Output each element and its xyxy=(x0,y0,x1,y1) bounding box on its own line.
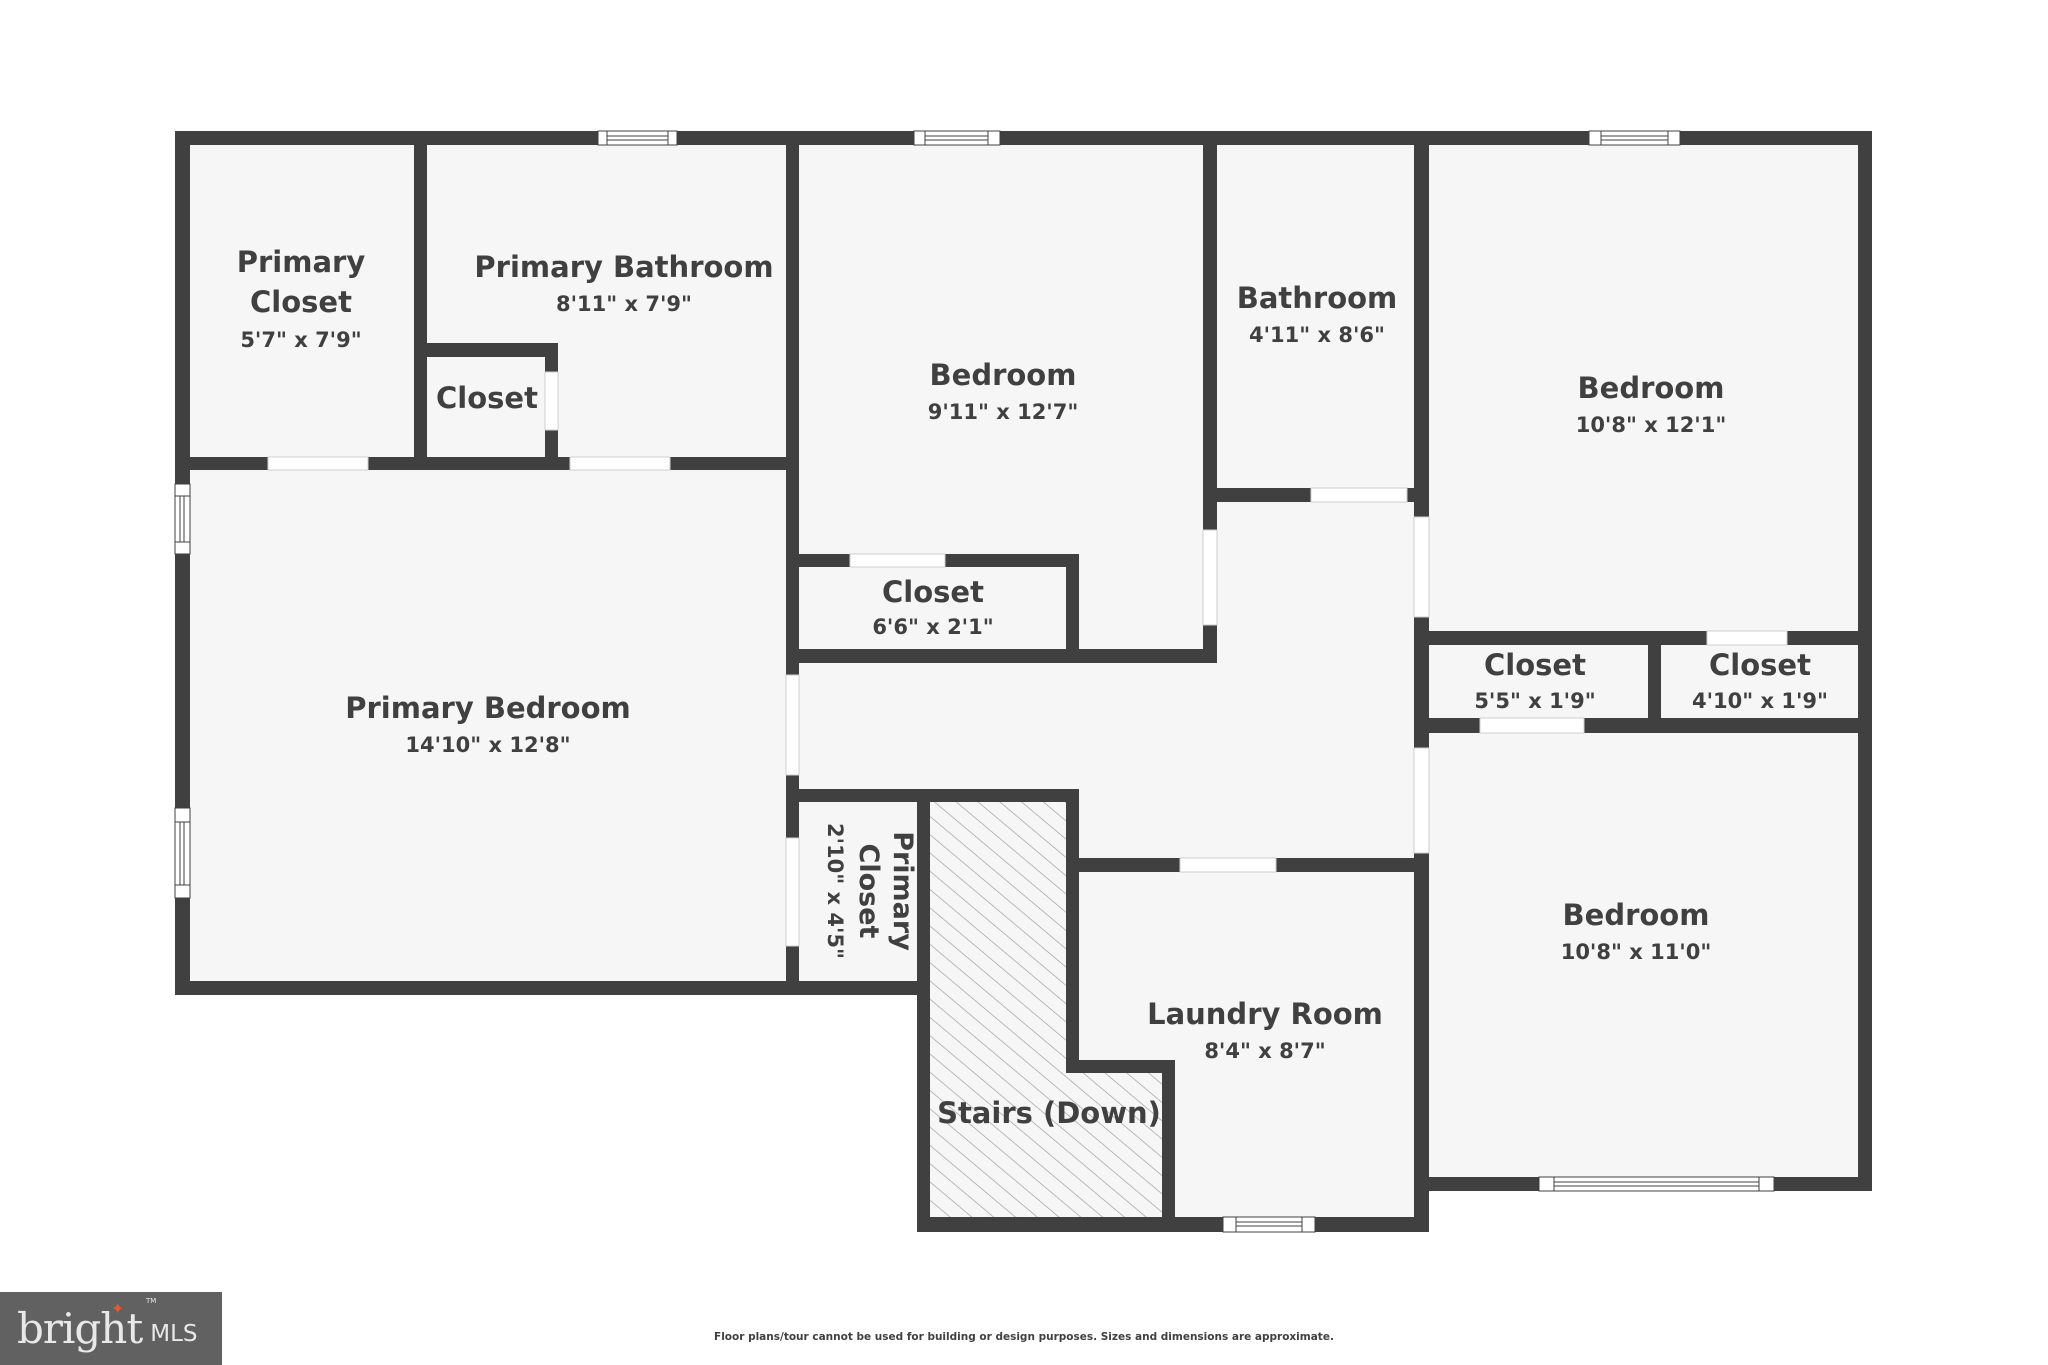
room-name: Laundry Room xyxy=(1147,997,1383,1031)
window-primary-bedroom-upper xyxy=(174,483,191,555)
room-name: Bedroom xyxy=(930,358,1077,392)
room-closet-b: Closet 4'10" x 1'9" xyxy=(1692,648,1828,713)
room-name: Closet xyxy=(436,381,538,415)
room-dims: 6'6" x 2'1" xyxy=(872,615,993,639)
window-primary-bedroom-lower xyxy=(174,807,191,899)
room-name: Closet xyxy=(882,575,984,609)
room-name: Closet xyxy=(250,285,352,319)
room-bedroom-2: Bedroom 10'8" x 12'1" xyxy=(1576,371,1727,437)
room-name: Primary Bathroom xyxy=(474,250,773,284)
logo-trademark: TM xyxy=(146,1297,157,1305)
room-labels: Primary Closet 5'7" x 7'9" Primary Bathr… xyxy=(237,245,1828,1130)
room-bedroom-1-closet: Closet 6'6" x 2'1" xyxy=(872,575,993,639)
room-dims: 14'10" x 12'8" xyxy=(405,733,570,757)
room-name: Primary xyxy=(237,245,366,279)
room-primary-bedroom: Primary Bedroom 14'10" x 12'8" xyxy=(345,691,630,757)
room-name: Primary Bedroom xyxy=(345,691,630,725)
room-bedroom-3: Bedroom 10'8" x 11'0" xyxy=(1561,898,1712,964)
logo-star-icon: ✦ xyxy=(111,1299,125,1318)
stairs-hatch xyxy=(930,802,1162,1217)
room-name: Closet xyxy=(853,844,884,939)
room-name: Closet xyxy=(1484,648,1586,682)
room-name: Primary xyxy=(887,831,918,951)
logo-wordmark: bright xyxy=(17,1303,143,1353)
room-dims: 10'8" x 11'0" xyxy=(1561,940,1712,964)
room-closet-a: Closet 5'5" x 1'9" xyxy=(1474,648,1595,713)
room-dims: 4'11" x 8'6" xyxy=(1249,323,1385,347)
room-bedroom-1: Bedroom 9'11" x 12'7" xyxy=(928,358,1079,424)
room-dims: 2'10" x 4'5" xyxy=(823,823,847,959)
room-name: Bedroom xyxy=(1563,898,1710,932)
room-dims: 8'11" x 7'9" xyxy=(556,292,692,316)
room-dims: 10'8" x 12'1" xyxy=(1576,413,1727,437)
room-primary-closet-2: Primary Closet 2'10" x 4'5" xyxy=(823,823,918,959)
window-bedroom-3 xyxy=(1538,1176,1775,1192)
room-stairs: Stairs (Down) xyxy=(937,1096,1161,1130)
windows xyxy=(174,130,1775,1233)
room-name: Bathroom xyxy=(1237,281,1398,315)
room-primary-closet-1: Primary Closet 5'7" x 7'9" xyxy=(237,245,366,352)
bright-mls-logo: bright MLS xyxy=(0,1292,222,1365)
doorways xyxy=(267,371,1788,947)
room-name: Bedroom xyxy=(1578,371,1725,405)
room-dims: 9'11" x 12'7" xyxy=(928,400,1079,424)
disclaimer-text: Floor plans/tour cannot be used for buil… xyxy=(714,1331,1334,1343)
room-primary-bathroom: Primary Bathroom 8'11" x 7'9" xyxy=(474,250,773,316)
room-dims: 4'10" x 1'9" xyxy=(1692,689,1828,713)
window-primary-bath xyxy=(597,130,678,146)
room-bathroom: Bathroom 4'11" x 8'6" xyxy=(1237,281,1398,347)
window-bedroom-1 xyxy=(913,130,1001,146)
room-name: Closet xyxy=(1709,648,1811,682)
window-laundry xyxy=(1222,1216,1316,1233)
room-bath-closet: Closet xyxy=(436,381,538,415)
room-laundry-room: Laundry Room 8'4" x 8'7" xyxy=(1147,997,1383,1063)
logo-mls: MLS xyxy=(150,1320,198,1347)
room-dims: 5'7" x 7'9" xyxy=(240,328,361,352)
window-bedroom-2 xyxy=(1588,130,1681,146)
room-name: Stairs (Down) xyxy=(937,1096,1161,1130)
room-dims: 8'4" x 8'7" xyxy=(1204,1039,1325,1063)
room-dims: 5'5" x 1'9" xyxy=(1474,689,1595,713)
